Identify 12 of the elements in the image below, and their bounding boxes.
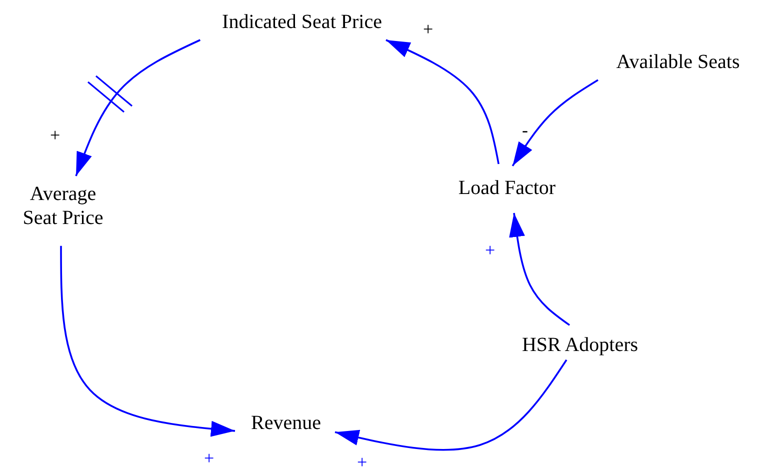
variable-label: HSR Adopters [505,333,655,357]
arrow [386,39,500,164]
arrow [512,79,598,166]
variable-label: Indicated Seat Price [197,10,407,34]
variable-label: Average Seat Price [13,182,113,230]
arrow [509,212,570,326]
arrow [60,246,236,437]
variable-label: Revenue [236,411,336,435]
variable-label: Available Seats [598,50,758,74]
arrow [334,359,568,451]
variable-label: Load Factor [437,176,577,200]
arrow [75,39,201,176]
